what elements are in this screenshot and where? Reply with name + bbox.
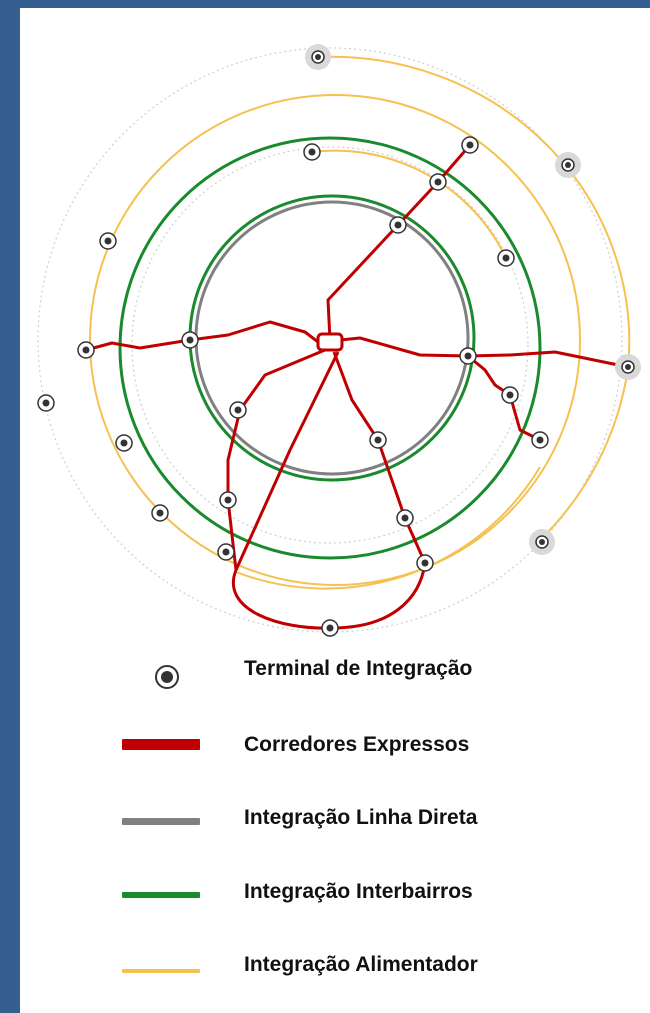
feeder-inner-arc <box>311 149 507 259</box>
terminal-node <box>615 354 641 380</box>
terminal-node <box>217 543 235 561</box>
left-frame-border <box>0 0 20 1013</box>
terminal-node <box>37 394 55 412</box>
terminal-node <box>501 386 519 404</box>
legend-label-direct: Integração Linha Direta <box>244 806 478 829</box>
express-corridor-east-branch <box>467 354 541 442</box>
legend-label-interbairros: Integração Interbairros <box>244 880 473 903</box>
terminal-icon <box>155 665 179 689</box>
feeder-swatch <box>122 969 200 973</box>
terminal-node <box>459 347 477 365</box>
terminal-node <box>115 434 133 452</box>
express-corridor-sw-diagonal <box>234 351 340 571</box>
legend-label-express: Corredores Expressos <box>244 733 470 756</box>
top-frame-border <box>0 0 650 8</box>
legend-label-terminal: Terminal de Integração <box>244 657 473 680</box>
terminals <box>37 44 641 637</box>
terminal-node <box>461 136 479 154</box>
express-corridor-south-left <box>226 348 326 571</box>
feeder-outer-arc <box>317 55 631 369</box>
terminal-node <box>305 44 331 70</box>
central-hub <box>316 332 344 352</box>
terminal-node <box>531 431 549 449</box>
express-corridor-east <box>339 336 629 369</box>
feeder-lower-arc <box>235 466 541 590</box>
terminal-node <box>151 504 169 522</box>
terminal-node <box>429 173 447 191</box>
terminal-node <box>219 491 237 509</box>
terminal-node <box>321 619 339 637</box>
inner-dotted-ring <box>131 146 529 544</box>
outer-dotted-ring <box>37 47 623 633</box>
terminal-node <box>396 509 414 527</box>
legend-direct: Integração Linha Direta <box>0 798 650 838</box>
direct-swatch <box>122 818 200 825</box>
express-swatch <box>122 739 200 750</box>
terminal-node <box>389 216 407 234</box>
terminal-node <box>303 143 321 161</box>
feeder-outer-arc-2 <box>539 367 629 541</box>
terminal-node <box>99 232 117 250</box>
interbairros-ring <box>118 136 542 560</box>
terminal-node <box>181 331 199 349</box>
terminal-node <box>416 554 434 572</box>
terminal-node <box>77 341 95 359</box>
transit-network-diagram <box>37 44 641 637</box>
terminal-node <box>229 401 247 419</box>
terminal-node <box>529 529 555 555</box>
interbairros-swatch <box>122 892 200 898</box>
feeder-ring <box>89 94 581 586</box>
express-corridor-loop <box>232 562 427 630</box>
legend-terminal: Terminal de Integração <box>0 655 650 695</box>
express-corridor-west <box>85 320 323 352</box>
legend-label-feeder: Integração Alimentador <box>244 953 478 976</box>
terminal-node <box>369 431 387 449</box>
legend-express: Corredores Expressos <box>0 725 650 765</box>
legend-feeder: Integração Alimentador <box>0 945 650 985</box>
legend-interbairros: Integração Interbairros <box>0 872 650 912</box>
terminal-node <box>497 249 515 267</box>
terminal-node <box>555 152 581 178</box>
